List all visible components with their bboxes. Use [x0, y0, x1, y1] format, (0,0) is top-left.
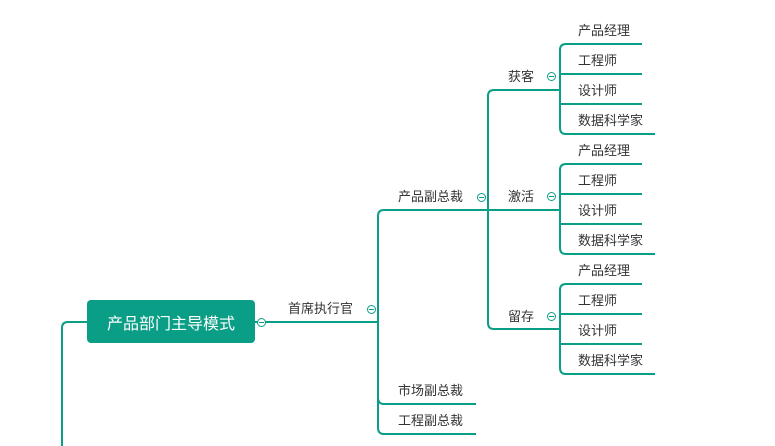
connector-stage-3 [559, 283, 655, 375]
collapse-icon[interactable] [477, 193, 486, 202]
connector-vp-product-trunk [487, 89, 560, 330]
root-node[interactable]: 产品部门主导模式 [87, 300, 255, 343]
node-stage-activation[interactable]: 激活 [508, 190, 535, 205]
collapse-icon[interactable] [257, 318, 266, 327]
collapse-icon[interactable] [547, 72, 556, 81]
connector-stage-2 [559, 163, 655, 255]
node-role[interactable]: 设计师 [578, 324, 618, 339]
connector-root-parent [61, 321, 87, 446]
node-stage-acquisition[interactable]: 获客 [508, 70, 535, 85]
node-stage-retention[interactable]: 留存 [508, 310, 535, 325]
node-role[interactable]: 工程师 [578, 174, 618, 189]
node-vp-marketing[interactable]: 市场副总裁 [398, 384, 464, 399]
node-role[interactable]: 产品经理 [578, 144, 631, 159]
node-role[interactable]: 设计师 [578, 204, 618, 219]
node-ceo[interactable]: 首席执行官 [288, 302, 354, 317]
root-node-label: 产品部门主导模式 [106, 313, 235, 333]
node-role[interactable]: 设计师 [578, 84, 618, 99]
node-role[interactable]: 产品经理 [578, 264, 631, 279]
node-role[interactable]: 数据科学家 [578, 114, 644, 129]
connector-ceo-trunk [377, 209, 488, 435]
node-role[interactable]: 数据科学家 [578, 234, 644, 249]
connector-stage-1 [559, 43, 655, 135]
node-role[interactable]: 工程师 [578, 294, 618, 309]
node-vp-product[interactable]: 产品副总裁 [398, 190, 464, 205]
node-role[interactable]: 数据科学家 [578, 354, 644, 369]
node-role[interactable]: 产品经理 [578, 24, 631, 39]
collapse-icon[interactable] [547, 312, 556, 321]
node-vp-engineering[interactable]: 工程副总裁 [398, 414, 464, 429]
collapse-icon[interactable] [367, 305, 376, 314]
collapse-icon[interactable] [547, 192, 556, 201]
node-role[interactable]: 工程师 [578, 54, 618, 69]
